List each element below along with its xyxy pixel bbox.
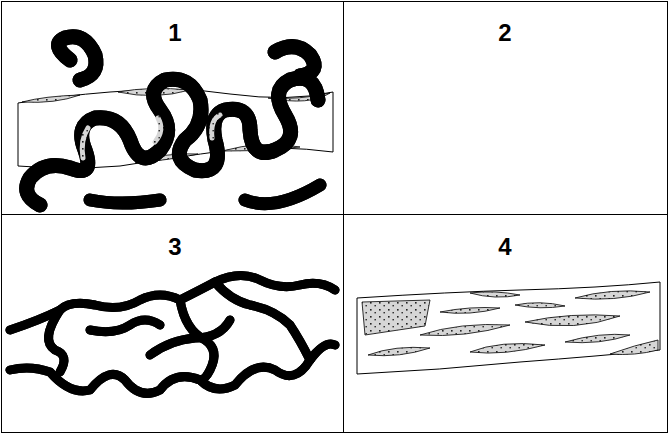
- panel-number: 2: [498, 21, 511, 45]
- braided-channel: [357, 282, 660, 374]
- panel-number: 4: [498, 235, 511, 259]
- anastomosing-channels: [10, 275, 335, 393]
- panel-number: 1: [168, 21, 181, 45]
- panel-number: 3: [168, 235, 181, 259]
- meandering-channel: [27, 37, 320, 205]
